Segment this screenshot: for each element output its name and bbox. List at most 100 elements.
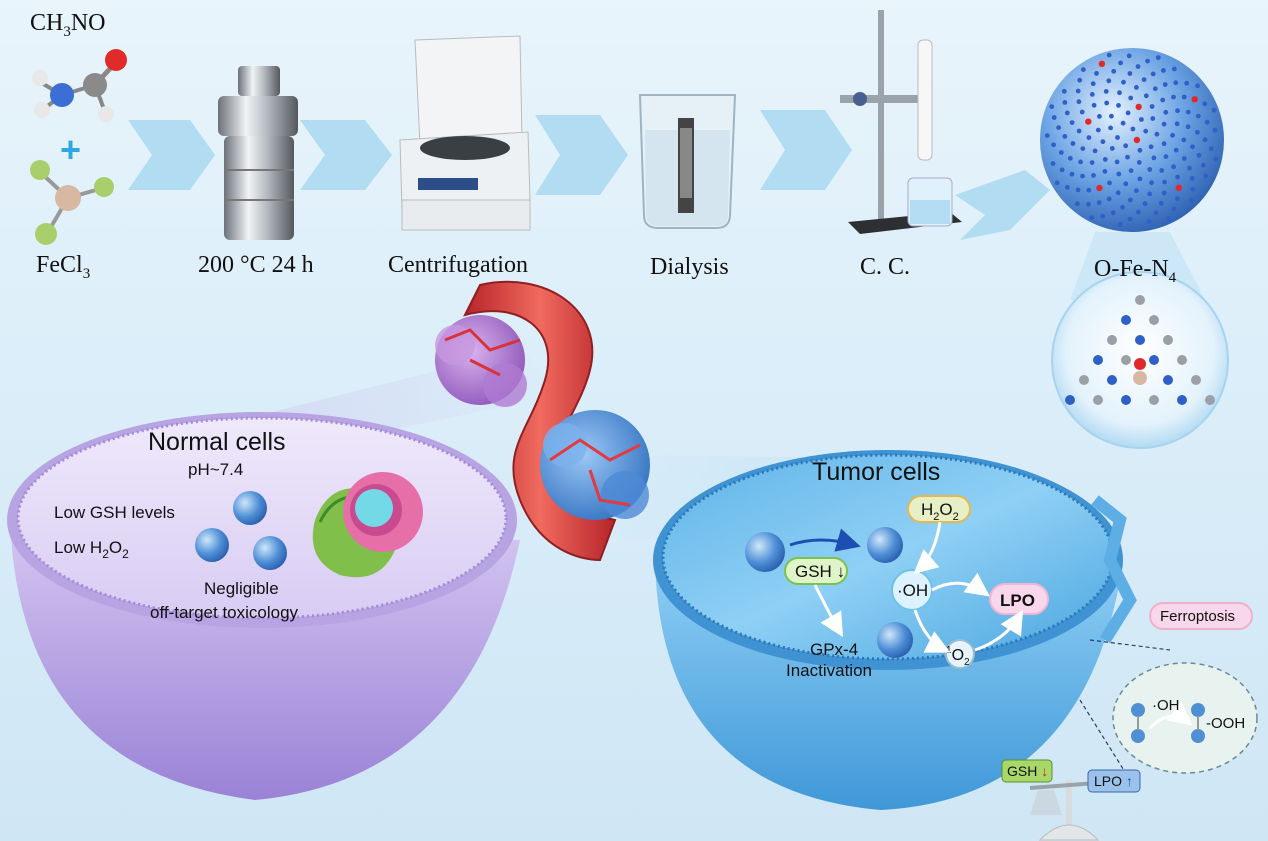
atom-dot (1161, 190, 1167, 196)
atom-dot (1064, 110, 1070, 116)
plus-icon: + (60, 129, 81, 170)
atom-dot (1208, 146, 1214, 152)
atom-dot (1185, 109, 1191, 115)
atom-dot (1049, 104, 1055, 109)
atom-dot (1106, 52, 1112, 58)
atom-dot (1075, 201, 1080, 207)
fe-atom (1133, 371, 1147, 385)
arrow-5-icon (955, 170, 1050, 240)
atom-dot (1166, 216, 1171, 222)
arrow-2-icon (300, 120, 392, 190)
atom-dot (1146, 218, 1152, 224)
atom-dot (1148, 144, 1154, 150)
atom-dot (1195, 83, 1200, 89)
zoom-guide-lines (1079, 639, 1171, 781)
atom-dot (1136, 209, 1141, 215)
lattice-atom (1121, 395, 1131, 405)
atom-dot (1173, 80, 1179, 86)
nanoparticle-icon (877, 622, 913, 658)
nanoparticle-icon (253, 536, 287, 570)
lattice-atom (1191, 375, 1201, 385)
tumor-h2o2-badge: H2O2 (907, 495, 971, 523)
atom-dot (1128, 197, 1133, 203)
atom-dot (1155, 55, 1161, 60)
atom-dot (1116, 171, 1122, 177)
column-chromatography-icon (840, 10, 962, 234)
atom-dot (1160, 97, 1166, 103)
formamide-molecule-icon (32, 49, 127, 122)
atom-dot (1056, 125, 1061, 130)
atom-dot (1080, 146, 1086, 152)
atom-dot (1125, 110, 1131, 116)
blue-tumor-icon (540, 410, 650, 520)
atom-dot (1147, 191, 1153, 197)
atom-dot (1212, 127, 1218, 133)
atom-dot (1096, 184, 1103, 192)
atom-dot (1096, 200, 1102, 206)
atom-dot (1135, 103, 1142, 111)
atom-dot (1075, 88, 1081, 94)
lattice-atom (1121, 315, 1131, 325)
atom-dot (1143, 128, 1149, 134)
lattice-atom (1149, 355, 1159, 365)
atom-dot (1070, 141, 1076, 146)
atom-dot (1118, 60, 1123, 66)
atom-dot (1092, 148, 1098, 154)
lattice-atom (1093, 395, 1103, 405)
atom-dot (1127, 216, 1133, 222)
tumor-cell-title: Tumor cells (812, 458, 940, 486)
atom-dot (1163, 109, 1169, 115)
lattice-atom (1149, 395, 1159, 405)
atom-dot (1191, 96, 1198, 103)
atom-dot (1127, 71, 1133, 76)
atom-dot (1114, 159, 1120, 165)
atom-dot (1204, 119, 1210, 125)
atom-dot (1190, 186, 1196, 192)
atom-dot (1196, 152, 1202, 158)
atom-dot (1089, 215, 1094, 221)
atom-dot (1106, 196, 1112, 202)
atom-dot (1091, 102, 1097, 108)
lattice-atom (1135, 295, 1145, 305)
reagent-2-label: FeCl3 (36, 252, 90, 282)
svg-text:LPO ↑: LPO ↑ (1094, 773, 1133, 789)
organelle-icon (312, 472, 423, 578)
normal-cell-toxicology-1: Negligible (204, 579, 279, 598)
atom-dot (1111, 68, 1117, 74)
reaction-arrows (789, 521, 1024, 653)
atom-dot (1149, 104, 1155, 109)
lattice-atom (1149, 315, 1159, 325)
atom-dot (1188, 197, 1194, 203)
arrow-4-icon (760, 110, 852, 190)
atom-dot (1154, 131, 1160, 137)
atom-dot (1067, 155, 1073, 161)
atom-dot (1181, 94, 1187, 100)
atom-dot (1090, 81, 1096, 87)
atom-dot (1091, 173, 1096, 178)
atom-dot (1211, 107, 1217, 113)
atom-dot (1170, 132, 1175, 138)
atom-dot (1094, 71, 1099, 76)
normal-cell (7, 412, 520, 800)
atom-dot (1190, 144, 1195, 150)
atom-dot (1086, 135, 1092, 141)
atom-dot (1062, 134, 1068, 139)
lattice-atom (1177, 395, 1187, 405)
atom-dot (1137, 147, 1143, 153)
atom-dot (1195, 113, 1201, 119)
atom-dot (1085, 118, 1092, 125)
atom-dot (1089, 92, 1095, 97)
lattice-atom (1107, 375, 1117, 385)
product-label: O-Fe-N4 (1094, 256, 1177, 286)
atom-dot (1079, 109, 1085, 115)
atom-dot (1162, 179, 1167, 185)
lattice-atom (1135, 335, 1145, 345)
atom-dot (1116, 103, 1121, 108)
lpo-badge: LPO (989, 583, 1049, 615)
atom-dot (1189, 176, 1195, 181)
step-4-label: C. C. (860, 254, 910, 280)
atom-dot (1175, 174, 1180, 180)
atom-dot (1108, 125, 1113, 131)
atom-dot (1075, 187, 1081, 193)
atom-dot (1117, 90, 1122, 96)
